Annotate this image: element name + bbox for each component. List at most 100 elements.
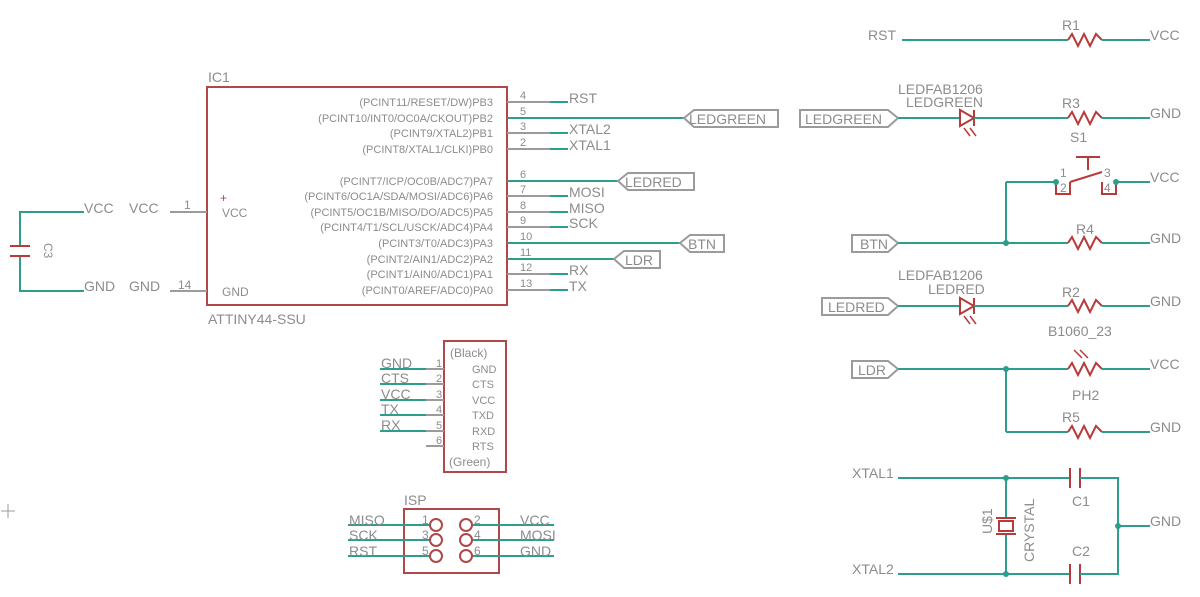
r4-btn-flag [851,234,900,253]
ic1-net-label: MOSI [569,184,605,200]
ic1-net-label: RST [569,90,597,106]
ph-name: PH2 [1072,387,1099,403]
isp-net-label: MOSI [520,527,556,543]
xtal1-net: XTAL1 [852,465,894,481]
r5-resistor [1067,423,1103,441]
s1-pin4: 4 [1104,181,1111,195]
ic1-pin-number: 7 [520,184,526,196]
r3-name: R3 [1062,95,1080,111]
r4-name: R4 [1076,221,1094,237]
crystal-body [998,520,1014,532]
ph-ldr-flag-text: LDR [858,362,886,378]
led-red-flag [821,297,900,316]
ic1-pin-function: (PCINT2/AIN1/ADC2)PA2 [367,254,493,266]
ftdi-pin-function: CTS [472,379,494,391]
r1-resistor [1067,31,1103,49]
isp-pin-number: 4 [474,528,481,542]
led-red-ray2 [969,315,977,325]
ic1-pin-function: (PCINT1/AIN0/ADC1)PA1 [367,269,493,281]
ic1-pin-function: (PCINT4/T1/SCL/USCK/ADC4)PA4 [320,222,493,234]
led-green-part: LEDFAB1206 [898,81,983,97]
ftdi-top-label: (Black) [450,346,487,360]
xtal-gnd-junction [1115,523,1121,529]
ic1-name: IC1 [208,69,230,85]
s1-pin1: 1 [1060,166,1067,180]
btn-flag [678,234,725,253]
ic1-pin-number: 6 [520,169,526,181]
s1-pad-left [1055,182,1071,195]
s1-junction-right [1113,179,1119,185]
c3-vcc-net: VCC [84,200,114,216]
ftdi-net-label: CTS [381,370,409,386]
crystal-junction-top [1003,475,1009,481]
ledred-flag [616,172,695,191]
xtal-gnd-net: GND [1150,513,1181,529]
s1-pin2: 2 [1060,181,1067,195]
led-red-flag-text: LEDRED [828,299,885,315]
r4-resistor [1067,234,1103,252]
ic1-pin-number: 10 [520,231,532,243]
ic1-net-label: TX [569,278,588,294]
ftdi-net-label: VCC [381,386,411,402]
ftdi-pin-number: 4 [436,404,442,416]
ledgreen-flag-text: LEDGREEN [689,111,766,127]
ph-right-net: VCC [1150,356,1180,372]
led-red-diode [959,296,977,316]
crystal-name: CRYSTAL [1021,499,1037,562]
ic1-net-label: RX [569,262,589,278]
capacitor-c3: C3 VCC GND [10,200,115,294]
led-green-ray1 [963,127,971,137]
ic1-pin-number: 3 [520,121,526,133]
ic1-net-label: SCK [569,215,598,231]
isp-net-label: SCK [349,527,378,543]
isp-pad [459,533,473,547]
led-green-diode [959,108,977,128]
c1-name: C1 [1072,493,1090,509]
ic1-pin-number: 5 [520,106,526,118]
ledgreen-flag [682,109,779,128]
isp-pin-number: 2 [474,513,481,527]
ic1-pin-function: (PCINT7/ICP/OC0B/ADC7)PA7 [340,176,493,188]
r3-resistor [1067,109,1103,127]
ldr-flag [612,250,661,269]
r2-resistor [1067,297,1103,315]
crystal-u-name: U$1 [979,508,995,534]
isp-net-label: VCC [520,512,550,528]
ftdi-bottom-label: (Green) [449,455,490,469]
c3-top-wire [19,211,84,246]
crystal-junction-bottom [1003,571,1009,577]
ftdi-pin-function: RXD [472,426,495,438]
ic1-pin-function: (PCINT0/AREF/ADC0)PA0 [362,285,493,297]
ic1-pin-number: 12 [520,262,532,274]
ic1-pin-number: 11 [520,247,531,259]
ph-part: B1060_23 [1048,323,1112,339]
ftdi-net-label: RX [381,417,401,433]
ic1-gnd-label: GND [222,285,249,299]
ic1-pin-function: (PCINT8/XTAL1/CLKI)PB0 [362,144,493,156]
ic1-pin-number: 13 [520,278,532,290]
r3-right-net: GND [1150,105,1181,121]
ic1-net-label: XTAL2 [569,121,611,137]
led-green-flag-text: LEDGREEN [805,111,882,127]
ic1-pin-number: 9 [520,215,526,227]
isp-net-label: MISO [349,512,385,528]
ftdi-pin-function: VCC [472,395,495,407]
ic1-net-label: XTAL1 [569,137,611,153]
s1-pad-right [1101,182,1117,195]
c3-gnd-net: GND [84,278,115,294]
ic1-vcc-pin-num: 1 [184,198,191,212]
isp-pad [429,549,443,563]
ftdi-pin-number: 1 [436,358,442,370]
ic1-plus: + [220,191,227,205]
s1-name: S1 [1070,129,1087,145]
ftdi-pin-number: 2 [436,373,442,385]
isp-pad [459,549,473,563]
s1-junction-left [1053,179,1059,185]
isp-net-label: GND [520,543,551,559]
ph-ray2 [1079,349,1089,359]
ic1-part: ATTINY44-SSU [208,311,306,327]
